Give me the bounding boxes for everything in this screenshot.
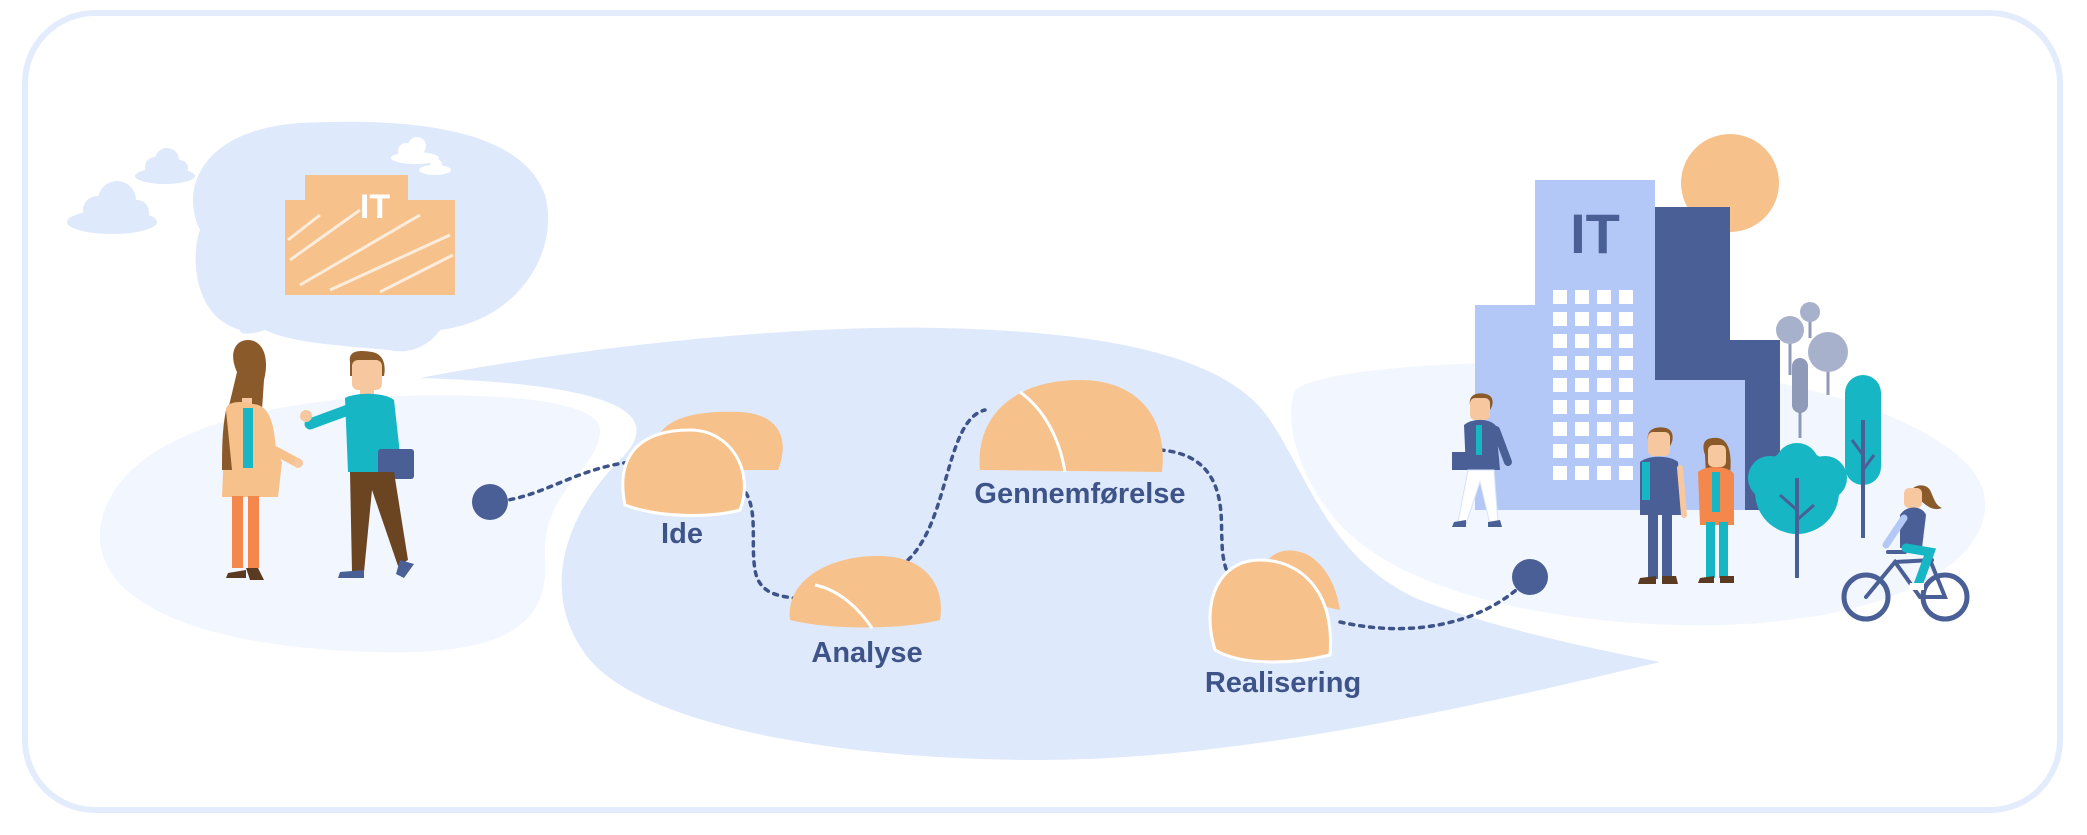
sketched-it-building: IT [285,175,455,295]
tree-icon [1792,358,1808,438]
stage-label-ide: Ide [661,518,703,550]
tree-icon [1845,375,1881,538]
start-point [472,484,508,520]
tree-icon [1808,332,1848,395]
stage-stone-gennemforelse [979,380,1163,473]
man-standing-figure [1638,427,1687,584]
thought-bubble-text: IT [360,188,390,226]
man-figure [300,351,414,578]
stage-label-analyse: Analyse [811,637,922,669]
woman-standing-figure [1698,437,1734,583]
stage-label-realisering: Realisering [1205,667,1361,699]
stage-stone-analyse [789,555,941,629]
building-sign: IT [1570,202,1620,265]
cloud-icon [391,137,451,175]
tree-icon [1776,316,1804,375]
stage-label-gennemforelse: Gennemførelse [974,478,1185,510]
tree-icon [1748,443,1847,578]
woman-figure [222,340,303,580]
journey-path [488,408,1532,631]
walking-man-figure [1452,393,1512,527]
stage-stone-realisering [1208,550,1340,664]
end-point [1512,559,1548,595]
tree-icon [1800,302,1820,338]
cyclist-figure [1841,485,1970,622]
cloud-icon [67,181,157,234]
cloud-icon [135,148,195,184]
stage-stone-ide [621,411,783,517]
thought-bubble: IT [193,121,549,352]
